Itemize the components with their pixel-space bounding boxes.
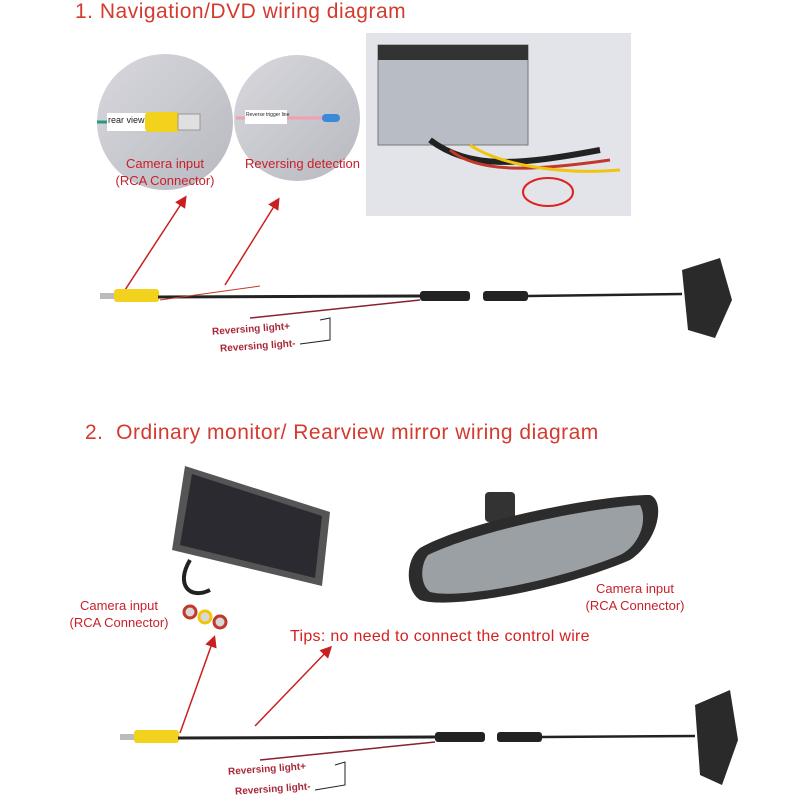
monitor-photo — [172, 466, 330, 630]
label-line: Camera input — [125, 156, 205, 171]
label-line: Camera input — [595, 581, 675, 596]
rearview-mirror-photo — [408, 492, 659, 603]
section2-title: 2. Ordinary monitor/ Rearview mirror wir… — [85, 421, 599, 444]
tip-text: Tips: no need to connect the control wir… — [290, 628, 590, 645]
camera-input-label-1: Camera input (RCA Connector) — [105, 155, 225, 189]
arrow-camera-input — [124, 195, 187, 291]
arrow-reversing-detection — [224, 197, 280, 286]
camera-input-label-monitor: Camera input (RCA Connector) — [58, 597, 180, 631]
label-line: (RCA Connector) — [115, 173, 215, 188]
reversing-detection-label: Reversing detection — [245, 156, 360, 171]
head-unit-photo — [366, 33, 631, 216]
section1-title: 1. Navigation/DVD wiring diagram — [75, 0, 407, 23]
rca-closeup-photo — [97, 54, 233, 190]
arrow-control-wire — [254, 645, 333, 727]
trigger-tag: Reverse trigger line — [246, 112, 290, 118]
camera-cable-2 — [120, 690, 738, 791]
label-line: (RCA Connector) — [585, 598, 685, 613]
trigger-wire-closeup-photo — [234, 55, 360, 181]
arrow-monitor-input — [179, 635, 217, 734]
label-line: Camera input — [79, 598, 159, 613]
rear-view-tag: rear view — [108, 115, 145, 125]
camera-cable-1 — [100, 258, 732, 345]
camera-input-label-mirror: Camera input (RCA Connector) — [574, 580, 696, 614]
label-line: (RCA Connector) — [69, 615, 169, 630]
